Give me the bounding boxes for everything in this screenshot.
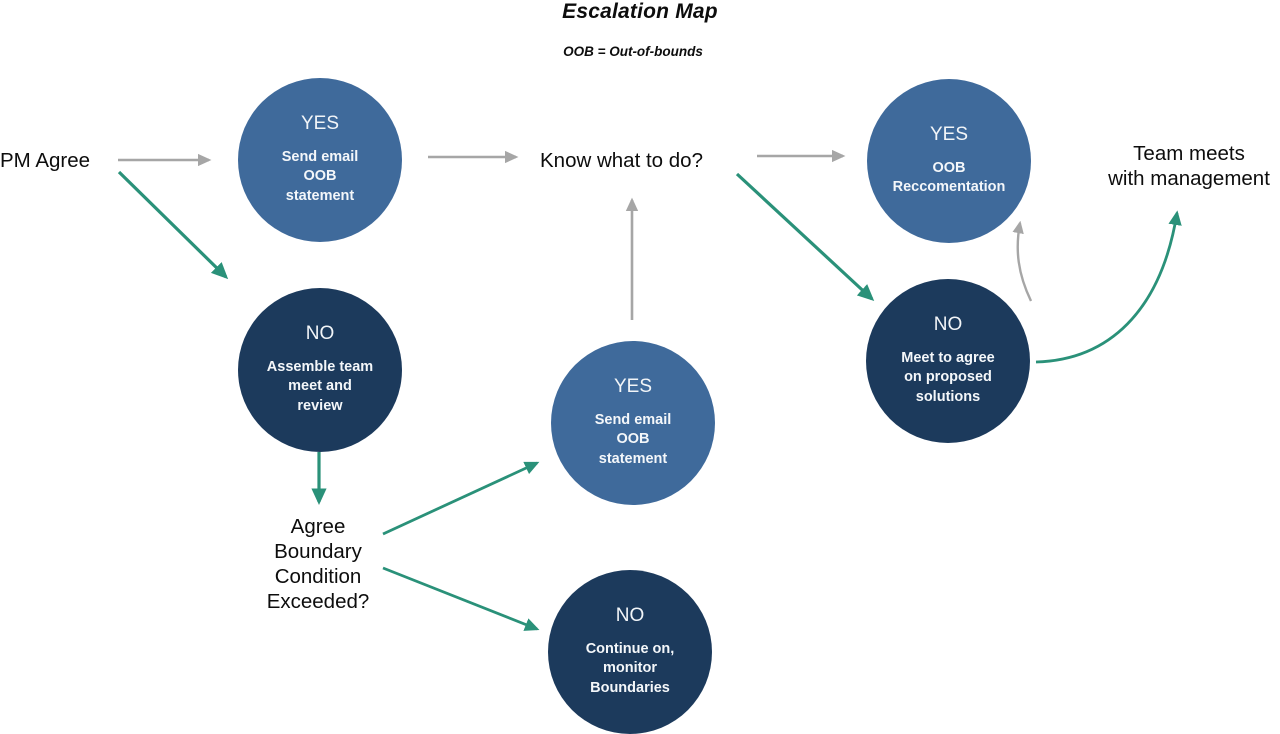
node-no-meet-to-agree-solutions[interactable]: NO Meet to agree on proposed solutions xyxy=(866,279,1030,443)
node-verdict: NO xyxy=(305,323,335,345)
node-no-continue-monitor-boundaries[interactable]: NO Continue on, monitor Boundaries xyxy=(548,570,712,734)
connector-know-what-to-do-to-no-meet xyxy=(735,172,875,302)
label-pm-agree: PM Agree xyxy=(0,149,91,172)
node-yes-send-email-oob-2[interactable]: YES Send email OOB statement xyxy=(551,341,715,505)
node-detail: Meet to agree on proposed solutions xyxy=(901,350,995,405)
node-detail: Continue on, monitor Boundaries xyxy=(585,641,675,696)
label-know-what-to-do: Know what to do? xyxy=(540,149,703,172)
node-no-assemble-team[interactable]: NO Assemble team meet and review xyxy=(238,288,402,452)
connector-agree-boundary-to-no-continue xyxy=(382,566,540,631)
node-yes-oob-reccomentation[interactable]: YES OOB Reccomentation xyxy=(867,79,1031,243)
node-verdict: YES xyxy=(300,113,340,135)
node-verdict: YES xyxy=(929,123,969,145)
diagram-legend-note: OOB = Out-of-bounds xyxy=(563,44,703,59)
label-team-meets-with-management: Team meets with management xyxy=(1108,142,1270,190)
connector-agree-boundary-to-yes2 xyxy=(382,461,540,536)
node-verdict: NO xyxy=(615,605,645,627)
node-verdict: NO xyxy=(933,314,963,336)
connector-pm-agree-to-no-assemble xyxy=(117,170,229,280)
label-agree-boundary-condition: Agree Boundary Condition Exceeded? xyxy=(266,515,370,613)
connector-no-meet-to-yes-oob xyxy=(1012,220,1033,302)
connector-no-meet-to-team-meets xyxy=(1035,210,1182,364)
node-detail: Send email OOB statement xyxy=(594,412,672,467)
node-detail: OOB Reccomentation xyxy=(892,159,1006,195)
node-yes-send-email-oob-1[interactable]: YES Send email OOB statement xyxy=(238,78,402,242)
node-verdict: YES xyxy=(613,376,653,398)
node-detail: Assemble team meet and review xyxy=(266,359,374,414)
page-title: Escalation Map xyxy=(562,0,718,23)
node-detail: Send email OOB statement xyxy=(281,149,359,204)
